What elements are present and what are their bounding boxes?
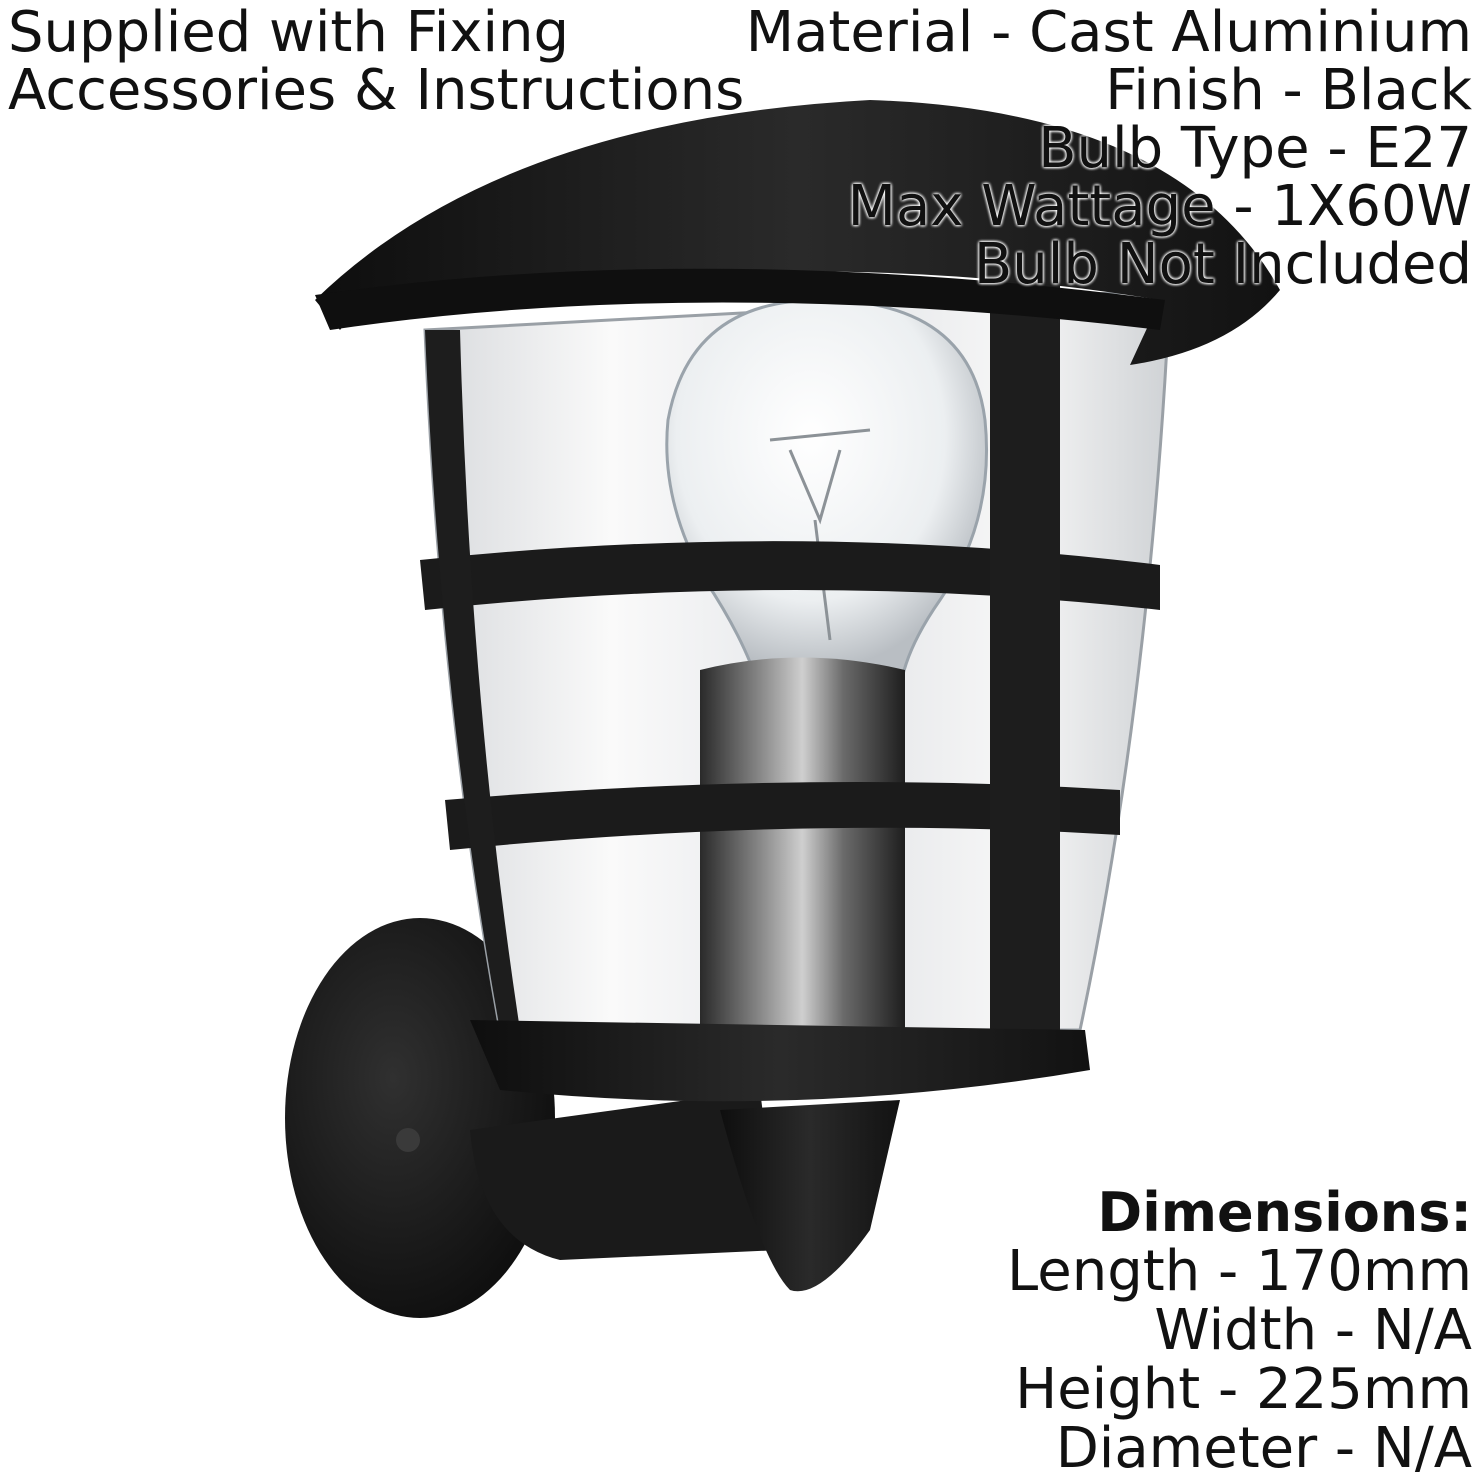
cage-bar-1 bbox=[420, 541, 1160, 610]
spec-max-wattage: Max Wattage - 1X60W bbox=[847, 174, 1472, 239]
mounting-arm bbox=[470, 1090, 780, 1260]
dimension-height: Height - 225mm bbox=[1015, 1357, 1472, 1422]
cage-post-left bbox=[425, 330, 520, 1030]
dimension-length: Length - 170mm bbox=[1007, 1239, 1472, 1304]
roof-rim bbox=[315, 268, 1165, 330]
spec-bulb-included: Bulb Not Included bbox=[973, 232, 1472, 297]
spec-bulb-type: Bulb Type - E27 bbox=[1038, 116, 1472, 181]
spec-material: Material - Cast Aluminium bbox=[745, 0, 1472, 65]
cage-post-front bbox=[990, 250, 1060, 1050]
wall-plate bbox=[285, 918, 555, 1318]
bulb-socket bbox=[700, 657, 905, 1030]
lantern-base-ring bbox=[470, 1020, 1090, 1102]
cage-bar-2 bbox=[445, 782, 1120, 850]
fixing-screw bbox=[396, 1128, 420, 1152]
spec-finish: Finish - Black bbox=[1105, 58, 1472, 123]
dimensions-block: Dimensions: Length - 170mm Width - N/A H… bbox=[1007, 1183, 1472, 1478]
lantern-base-cone bbox=[720, 1100, 900, 1292]
lantern-roof bbox=[315, 100, 1280, 365]
supply-info: Supplied with Fixing Accessories & Instr… bbox=[8, 4, 744, 120]
supply-line-2: Accessories & Instructions bbox=[8, 58, 745, 123]
dimension-diameter: Diameter - N/A bbox=[1055, 1416, 1472, 1481]
supply-line-1: Supplied with Fixing bbox=[8, 0, 570, 65]
dimension-width: Width - N/A bbox=[1154, 1298, 1472, 1363]
spec-list: Material - Cast Aluminium Finish - Black… bbox=[746, 4, 1472, 294]
dimensions-title: Dimensions: bbox=[1097, 1181, 1472, 1244]
